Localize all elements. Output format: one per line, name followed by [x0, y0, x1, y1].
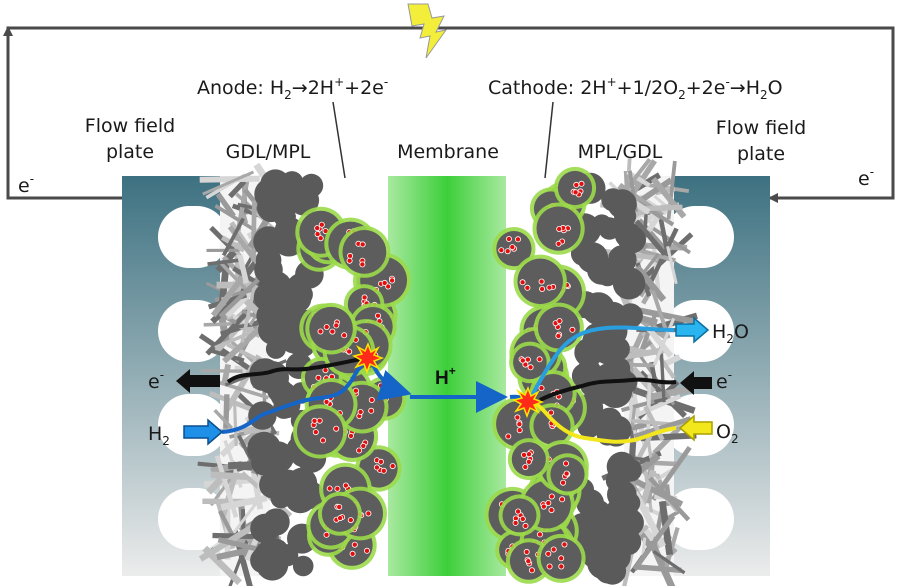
electron-out-label: e- — [148, 368, 164, 393]
reaction-spark-icon — [512, 385, 545, 419]
oxygen-in-arrow — [678, 414, 713, 442]
water-out-arrow — [675, 316, 710, 344]
membrane-label: Membrane — [397, 141, 499, 163]
oxygen-path — [531, 400, 677, 444]
electron-path-cathode — [539, 377, 677, 402]
gdl-mpl-label: GDL/MPL — [226, 141, 311, 163]
proton-label: H+ — [435, 364, 456, 389]
flow-field-plate-left-label-line1: Flow field — [85, 115, 175, 137]
mpl-gdl-label: MPL/GDL — [578, 141, 663, 163]
catalyst-layer-cathode — [484, 166, 597, 584]
hydrogen-in-arrow — [183, 418, 224, 446]
external-circuit — [3, 26, 895, 203]
cathode-pointer-line — [544, 101, 554, 179]
electron-in-arrow — [680, 371, 712, 395]
flow-field-plate-left-label-line2: plate — [106, 141, 154, 163]
flow-field-plate-right-label-line1: Flow field — [716, 117, 806, 139]
transport-paths — [221, 325, 677, 444]
cathode-equation: Cathode: 2H++1/2O2+2e-→H2O — [488, 75, 783, 102]
lightning-bolt-icon — [407, 3, 448, 59]
oxygen-label: O2 — [716, 421, 739, 446]
electron-label-left: e- — [18, 172, 34, 197]
electron-path-anode — [226, 356, 367, 384]
hydrogen-path — [221, 358, 368, 434]
electron-out-arrow — [176, 369, 220, 393]
electron-label-right: e- — [858, 165, 874, 190]
anode-pointer-line — [332, 101, 346, 179]
water-label: H2O — [712, 321, 749, 346]
anode-equation: Anode: H2→2H++2e- — [197, 75, 388, 102]
water-path — [530, 325, 675, 397]
flow-field-plate-right-label-line2: plate — [737, 143, 785, 165]
electron-in-label: e- — [716, 368, 732, 393]
reaction-spark-icon — [352, 341, 385, 375]
hydrogen-label: H2 — [148, 423, 170, 448]
